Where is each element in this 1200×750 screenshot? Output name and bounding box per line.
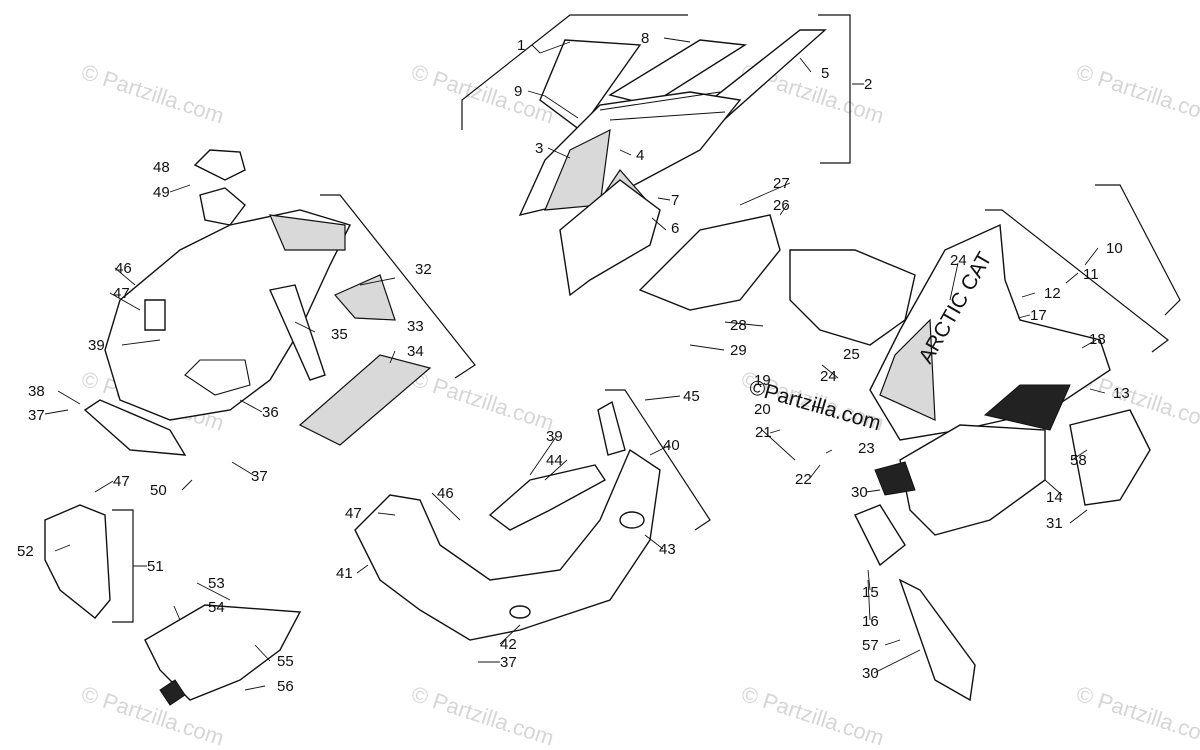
callout-42: 42	[500, 636, 517, 653]
callout-22: 22	[795, 471, 812, 488]
callout-3: 3	[535, 140, 543, 157]
callout-46b: 46	[437, 485, 454, 502]
callout-23: 23	[858, 440, 875, 457]
callout-36: 36	[262, 404, 279, 421]
callout-55: 55	[277, 653, 294, 670]
callout-11: 11	[1083, 266, 1099, 283]
callout-37a: 37	[28, 407, 45, 424]
callout-16: 16	[862, 613, 879, 630]
callout-45: 45	[683, 388, 700, 405]
callout-15: 15	[862, 584, 879, 601]
watermark: © Partzilla.com	[408, 681, 557, 750]
callout-46a: 46	[115, 260, 132, 277]
callout-25: 25	[843, 346, 860, 363]
watermark: © Partzilla.com	[738, 681, 887, 750]
belly-pan-assembly	[354, 389, 711, 641]
callout-24b: 24	[820, 368, 837, 385]
callout-50: 50	[150, 482, 167, 499]
watermark: © Partzilla.com	[408, 59, 557, 129]
callout-53: 53	[208, 575, 225, 592]
callout-57: 57	[862, 637, 879, 654]
callout-labels: 1 2 3 4 5 6 7 8 9 10 11 12 13 14 15 16 1…	[17, 30, 1130, 695]
callout-12: 12	[1044, 285, 1061, 302]
side-panel-right-assembly	[638, 184, 1181, 702]
callout-5: 5	[821, 65, 829, 82]
callout-21: 21	[755, 424, 772, 441]
callout-30a: 30	[851, 484, 868, 501]
callout-28: 28	[730, 317, 747, 334]
callout-56: 56	[277, 678, 294, 695]
callout-39a: 39	[88, 337, 105, 354]
callout-54: 54	[208, 599, 225, 616]
callout-26: 26	[773, 197, 790, 214]
callout-41: 41	[336, 565, 353, 582]
callout-37b: 37	[251, 468, 268, 485]
watermark: © Partzilla.com	[1073, 59, 1200, 129]
side-panel-assembly	[44, 504, 302, 706]
callout-9: 9	[514, 83, 522, 100]
callout-19: 19	[754, 372, 771, 389]
callout-35: 35	[331, 326, 348, 343]
callout-18: 18	[1089, 331, 1106, 348]
callout-52: 52	[17, 543, 34, 560]
callout-43: 43	[659, 541, 676, 558]
callout-38: 38	[28, 383, 45, 400]
callout-49: 49	[153, 184, 170, 201]
callout-13: 13	[1113, 385, 1130, 402]
callout-48: 48	[153, 159, 170, 176]
callout-31: 31	[1046, 515, 1063, 532]
callout-27: 27	[773, 175, 790, 192]
callout-47b: 47	[113, 473, 130, 490]
callout-32: 32	[415, 261, 432, 278]
callout-20: 20	[754, 401, 771, 418]
callout-34: 34	[407, 343, 424, 360]
callout-7: 7	[671, 192, 679, 209]
watermark: © Partzilla.com	[408, 366, 557, 436]
callout-39b: 39	[546, 428, 563, 445]
callout-33: 33	[407, 318, 424, 335]
callout-6: 6	[671, 220, 679, 237]
callout-14: 14	[1046, 489, 1063, 506]
callout-47a: 47	[113, 285, 130, 302]
callout-10: 10	[1106, 240, 1123, 257]
callout-4: 4	[636, 147, 644, 164]
callout-47c: 47	[345, 505, 362, 522]
callout-17: 17	[1030, 307, 1047, 324]
hood-assembly	[83, 149, 476, 456]
callout-40: 40	[663, 437, 680, 454]
callout-29: 29	[730, 342, 747, 359]
callout-30b: 30	[862, 665, 879, 682]
callout-51: 51	[147, 558, 164, 575]
watermark: © Partzilla.com	[78, 59, 227, 129]
watermark: © Partzilla.com	[1073, 681, 1200, 750]
callout-1: 1	[517, 37, 525, 54]
callout-58: 58	[1070, 452, 1087, 469]
callout-44: 44	[546, 452, 563, 469]
leader-lines	[44, 37, 1106, 691]
callout-2: 2	[864, 76, 872, 93]
callout-24a: 24	[950, 252, 967, 269]
callout-8: 8	[641, 30, 649, 47]
callout-37c: 37	[500, 654, 517, 671]
windshield-assembly	[461, 14, 851, 297]
